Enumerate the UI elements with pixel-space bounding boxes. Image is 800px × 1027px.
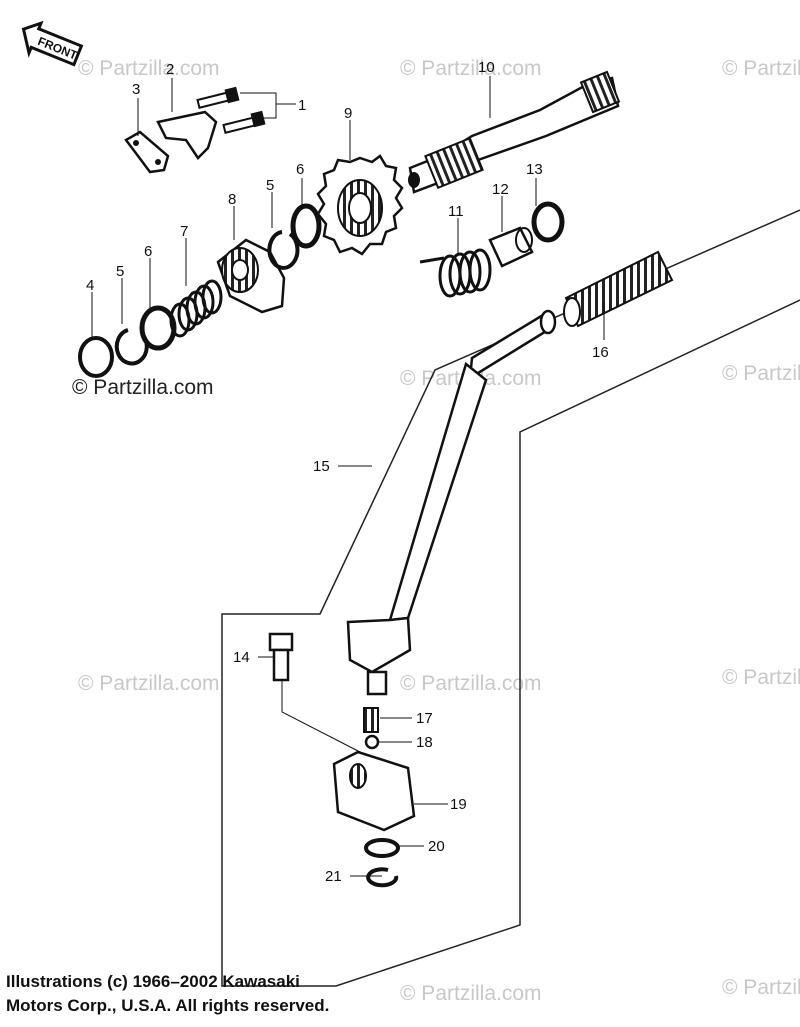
watermark: © Partzilla.com	[722, 976, 800, 999]
bolt-part-14	[268, 632, 294, 682]
spring-part-7	[169, 279, 223, 338]
kick-lever-part-15	[346, 309, 557, 696]
callout-12: 12	[492, 181, 509, 198]
front-arrow-badge: FRONT	[21, 20, 84, 67]
callout-17: 17	[416, 710, 433, 727]
grip-part-16	[563, 250, 674, 328]
callout-5: 5	[116, 263, 124, 280]
callout-8: 8	[228, 191, 236, 208]
watermark: © Partzilla.com	[78, 57, 220, 80]
watermark: © Partzilla.com	[722, 666, 800, 689]
callout-10: 10	[478, 59, 495, 76]
callout-21: 21	[325, 868, 342, 885]
callout-5: 5	[266, 177, 274, 194]
callout-3: 3	[132, 81, 140, 98]
callout-18: 18	[416, 734, 433, 751]
callout-6: 6	[296, 161, 304, 178]
plate-part-3	[124, 130, 170, 174]
ball-part-18	[364, 734, 380, 750]
callout-15: 15	[313, 458, 330, 475]
bracket-part-2	[156, 110, 218, 160]
circlip-part-5b	[267, 230, 300, 270]
spring-part-17	[363, 707, 379, 733]
washer-part-13	[531, 201, 565, 243]
callout-20: 20	[428, 838, 445, 855]
callout-19: 19	[450, 796, 467, 813]
callout-2: 2	[166, 61, 174, 78]
watermark: © Partzilla.com	[722, 57, 800, 80]
washer-part-20	[364, 838, 400, 858]
callout-16: 16	[592, 344, 609, 361]
leader-lines	[91, 76, 605, 877]
callout-9: 9	[344, 105, 352, 122]
assembly-outline	[221, 209, 800, 987]
return-spring-part-11	[419, 248, 492, 298]
callout-14: 14	[233, 649, 250, 666]
copyright-line-1: Illustrations (c) 1966–2002 Kawasaki	[6, 972, 300, 991]
gear-part-9	[316, 154, 404, 256]
washer-part-6b	[290, 203, 322, 249]
washer-part-6	[139, 305, 177, 351]
callout-13: 13	[526, 161, 543, 178]
watermark: © Partzilla.com	[400, 57, 542, 80]
callout-11: 11	[448, 203, 464, 220]
pedal-boss-part-19	[332, 750, 416, 832]
kick-shaft-part-10	[408, 70, 621, 194]
callout-6: 6	[144, 243, 152, 260]
circlip-part-21	[366, 867, 399, 888]
callouts: 1 2 3 4 5 5 6 6 7 8 9 10 11 12 13 14 15 …	[86, 59, 609, 885]
callout-4: 4	[86, 277, 94, 294]
watermark: © Partzilla.com	[722, 362, 800, 385]
watermark-dark: © Partzilla.com	[72, 376, 214, 399]
guide-part-12	[488, 226, 534, 268]
watermark: © Partzilla.com	[78, 672, 220, 695]
watermark: © Partzilla.com	[400, 982, 542, 1005]
watermark: © Partzilla.com	[400, 672, 542, 695]
copyright-line-2: Motors Corp., U.S.A. All rights reserved…	[6, 996, 330, 1015]
copyright-notice: Illustrations (c) 1966–2002 Kawasaki Mot…	[6, 970, 329, 1018]
washer-part-4	[78, 336, 114, 378]
callout-1: 1	[298, 97, 306, 114]
bolt-part-1	[196, 86, 266, 134]
callout-7: 7	[180, 223, 188, 240]
ratchet-part-8	[216, 238, 286, 314]
